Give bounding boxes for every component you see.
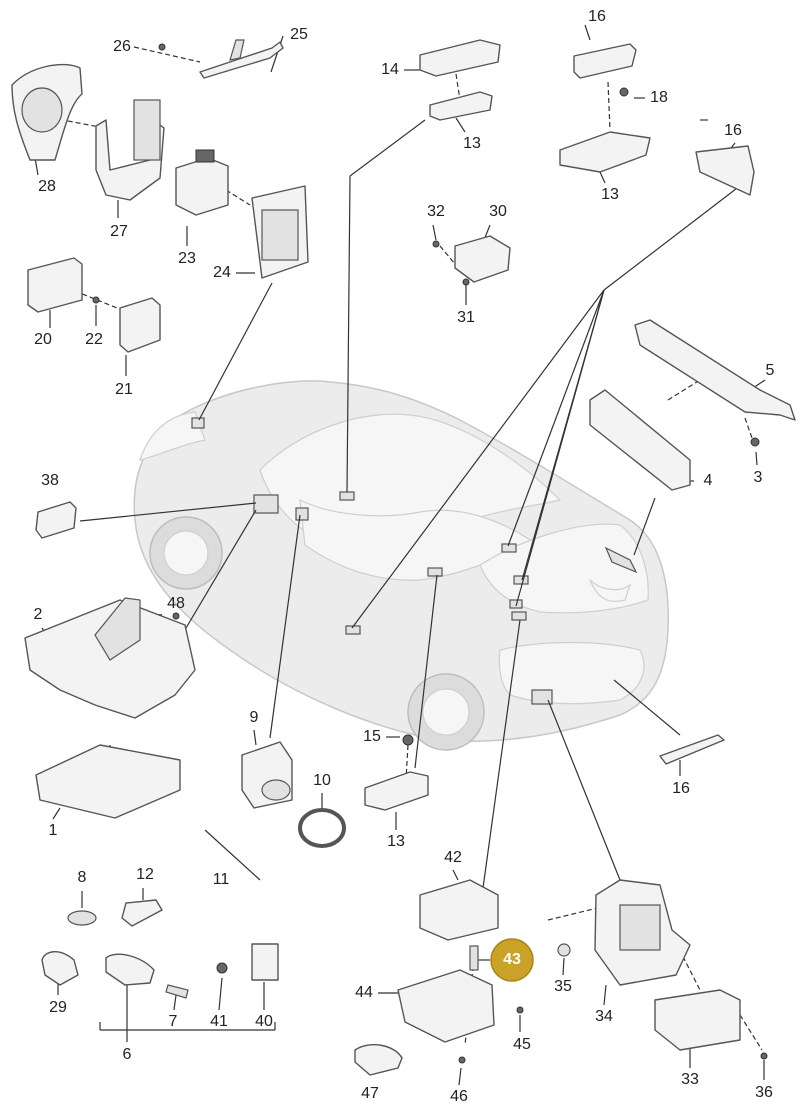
callout-label-l27[interactable]: 27 bbox=[110, 223, 128, 240]
callout-label-l23[interactable]: 23 bbox=[178, 250, 196, 267]
callout-label-l29[interactable]: 29 bbox=[49, 999, 67, 1016]
callout-label-l18[interactable]: 18 bbox=[650, 89, 668, 106]
callout-label-l36[interactable]: 36 bbox=[755, 1084, 773, 1101]
callout-label-l5[interactable]: 5 bbox=[765, 362, 775, 379]
callout-label-l14[interactable]: 14 bbox=[381, 61, 399, 78]
parts bbox=[11, 39, 796, 1076]
callout-label-l7[interactable]: 7 bbox=[168, 1013, 178, 1030]
callout-label-l20[interactable]: 20 bbox=[34, 331, 52, 348]
callout-label-l43[interactable]: 43 bbox=[503, 951, 521, 968]
callout-label-l16c[interactable]: 16 bbox=[672, 780, 690, 797]
callout-label-l48[interactable]: 48 bbox=[167, 595, 185, 612]
callout-label-l3[interactable]: 3 bbox=[753, 469, 763, 486]
callout-label-l34[interactable]: 34 bbox=[595, 1008, 613, 1025]
car-body-illustration bbox=[133, 380, 669, 751]
leader-lines bbox=[34, 24, 766, 1086]
callout-label-l2[interactable]: 2 bbox=[33, 606, 43, 623]
callout-label-l45[interactable]: 45 bbox=[513, 1036, 531, 1053]
callout-label-l11[interactable]: 11 bbox=[212, 871, 230, 888]
callout-label-l16b[interactable]: 16 bbox=[724, 122, 742, 139]
callout-label-l44[interactable]: 44 bbox=[355, 984, 373, 1001]
callout-label-l28[interactable]: 28 bbox=[38, 178, 56, 195]
callout-label-l21[interactable]: 21 bbox=[115, 381, 133, 398]
callout-label-l9[interactable]: 9 bbox=[249, 709, 259, 726]
highlight-badge-background bbox=[490, 938, 534, 982]
callout-label-l35[interactable]: 35 bbox=[554, 978, 572, 995]
callout-label-l13b[interactable]: 13 bbox=[601, 186, 619, 203]
callout-label-l12[interactable]: 12 bbox=[136, 866, 154, 883]
callout-label-l16a[interactable]: 16 bbox=[588, 8, 606, 25]
callout-label-l46[interactable]: 46 bbox=[450, 1088, 468, 1105]
callout-label-l10[interactable]: 10 bbox=[313, 772, 331, 789]
callout-label-l6[interactable]: 6 bbox=[122, 1046, 132, 1063]
callout-label-l24[interactable]: 24 bbox=[213, 264, 231, 281]
callout-label-l31[interactable]: 31 bbox=[457, 309, 475, 326]
callout-label-l33[interactable]: 33 bbox=[681, 1071, 699, 1088]
callout-label-l41[interactable]: 41 bbox=[210, 1013, 228, 1030]
callout-label-l40[interactable]: 40 bbox=[255, 1013, 273, 1030]
callout-label-l30[interactable]: 30 bbox=[489, 203, 507, 220]
callout-label-l38[interactable]: 38 bbox=[41, 472, 59, 489]
callout-label-l42[interactable]: 42 bbox=[444, 849, 462, 866]
callout-label-l25[interactable]: 25 bbox=[290, 26, 308, 43]
callout-label-l15[interactable]: 15 bbox=[363, 728, 381, 745]
callout-label-l8[interactable]: 8 bbox=[77, 869, 87, 886]
callout-label-l13a[interactable]: 13 bbox=[463, 135, 481, 152]
callout-label-l32[interactable]: 32 bbox=[427, 203, 445, 220]
callout-label-l47[interactable]: 47 bbox=[361, 1085, 379, 1102]
callout-label-l1[interactable]: 1 bbox=[48, 822, 58, 839]
callout-label-l13c[interactable]: 13 bbox=[387, 833, 405, 850]
callout-label-l22[interactable]: 22 bbox=[85, 331, 103, 348]
callout-label-l26[interactable]: 26 bbox=[113, 38, 131, 55]
callout-label-l4[interactable]: 4 bbox=[703, 472, 713, 489]
